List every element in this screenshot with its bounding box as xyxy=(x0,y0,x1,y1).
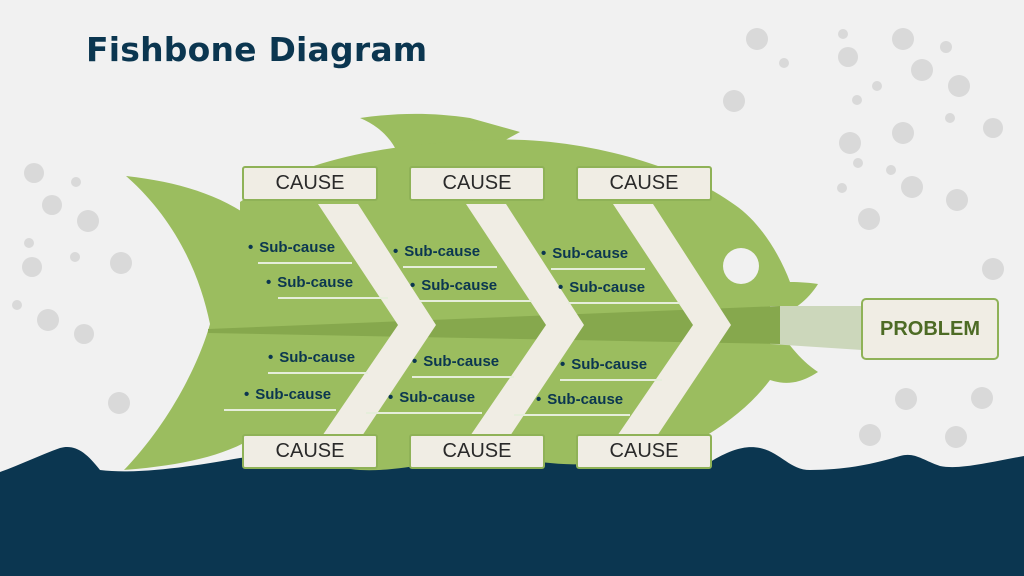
subcause-line xyxy=(560,379,662,381)
subcause-line xyxy=(278,297,388,299)
subcause-line xyxy=(224,409,336,411)
subcause-label: Sub-cause xyxy=(571,356,648,373)
subcause-line xyxy=(412,376,514,378)
subcause-line xyxy=(420,300,532,302)
bone-chevron-2 xyxy=(466,204,584,442)
fish-spine xyxy=(208,306,780,344)
subcause-line xyxy=(366,412,482,414)
subcause-item: •Sub-cause xyxy=(266,274,354,291)
bone-chevron-3 xyxy=(613,204,731,442)
subcause-item: •Sub-cause xyxy=(244,386,332,403)
subcause-item: •Sub-cause xyxy=(558,279,646,296)
subcause-label: Sub-cause xyxy=(399,389,476,406)
subcause-label: Sub-cause xyxy=(404,243,481,260)
subcause-label: Sub-cause xyxy=(277,274,354,291)
subcause-item: •Sub-cause xyxy=(248,239,336,256)
cause-box-bottom-2[interactable]: CAUSE xyxy=(409,434,545,469)
subcause-label: Sub-cause xyxy=(255,386,332,403)
page-title: Fishbone Diagram xyxy=(86,30,428,69)
subcause-line xyxy=(258,262,352,264)
bone-chevron-1 xyxy=(318,204,436,442)
problem-beam xyxy=(770,306,862,350)
subcause-item: •Sub-cause xyxy=(412,353,500,370)
fish-eye-icon xyxy=(723,248,759,284)
subcause-item: •Sub-cause xyxy=(560,356,648,373)
subcause-label: Sub-cause xyxy=(569,279,646,296)
bubbles xyxy=(12,28,1004,448)
subcause-line xyxy=(268,372,368,374)
cause-box-bottom-3[interactable]: CAUSE xyxy=(576,434,712,469)
cause-box-top-2[interactable]: CAUSE xyxy=(409,166,545,201)
fish-tail xyxy=(124,176,262,470)
subcause-item: •Sub-cause xyxy=(268,349,356,366)
subcause-label: Sub-cause xyxy=(259,239,336,256)
subcause-line xyxy=(403,266,497,268)
subcause-item: •Sub-cause xyxy=(388,389,476,406)
cause-box-top-3[interactable]: CAUSE xyxy=(576,166,712,201)
cause-box-top-1[interactable]: CAUSE xyxy=(242,166,378,201)
subcause-label: Sub-cause xyxy=(547,391,624,408)
subcause-label: Sub-cause xyxy=(421,277,498,294)
sea-waves xyxy=(0,446,1024,576)
bones xyxy=(318,204,731,442)
subcause-item: •Sub-cause xyxy=(393,243,481,260)
subcause-line xyxy=(568,302,680,304)
subcause-label: Sub-cause xyxy=(279,349,356,366)
subcause-label: Sub-cause xyxy=(423,353,500,370)
cause-box-bottom-1[interactable]: CAUSE xyxy=(242,434,378,469)
subcause-label: Sub-cause xyxy=(552,245,629,262)
subcause-line xyxy=(551,268,645,270)
subcause-item: •Sub-cause xyxy=(536,391,624,408)
subcause-item: •Sub-cause xyxy=(410,277,498,294)
problem-box[interactable]: PROBLEM xyxy=(861,298,999,360)
subcause-line xyxy=(514,414,630,416)
subcause-item: •Sub-cause xyxy=(541,245,629,262)
